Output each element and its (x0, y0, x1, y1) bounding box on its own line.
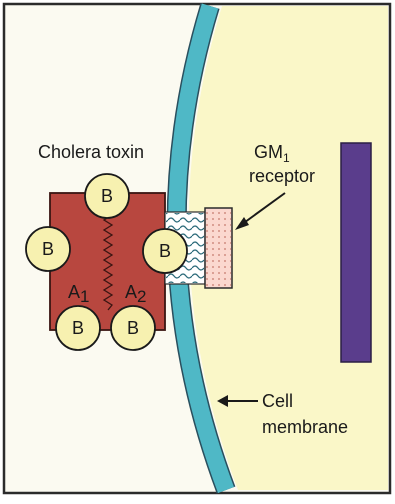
membrane-label: membrane (262, 417, 348, 437)
b-subunit-right: B (143, 229, 187, 273)
b-subunit-top: B (85, 174, 129, 218)
receptor-label: receptor (249, 166, 315, 186)
b-subunit-bottom-right: B (111, 306, 155, 350)
b-subunit-bottom-left: B (56, 306, 100, 350)
cell-label: Cell (262, 391, 293, 411)
b-label: B (42, 239, 54, 259)
b-label: B (101, 186, 113, 206)
b-label: B (72, 318, 84, 338)
receptor-dot-pattern (206, 209, 231, 287)
cholera-toxin-label: Cholera toxin (38, 142, 144, 162)
b-label: B (159, 241, 171, 261)
intracellular-bar (341, 143, 371, 362)
b-label: B (127, 318, 139, 338)
b-subunit-left: B (26, 227, 70, 271)
